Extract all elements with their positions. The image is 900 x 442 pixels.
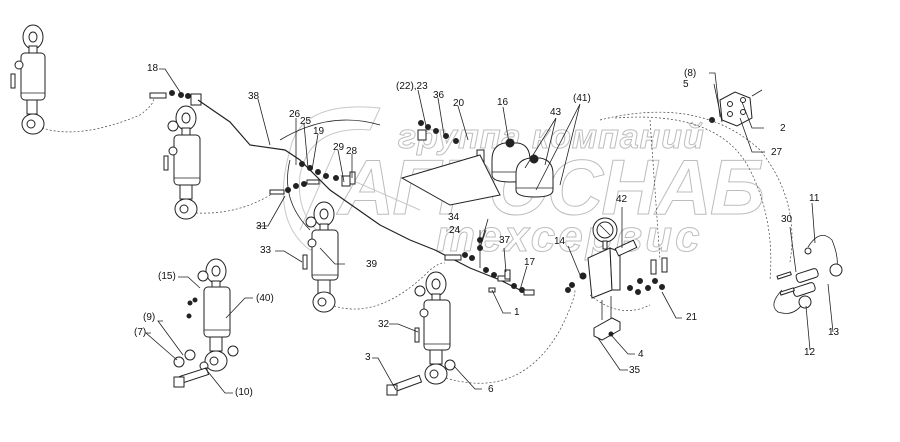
hose-line-2 [195, 191, 276, 214]
valve-block [565, 217, 668, 311]
callout-21: 21 [686, 312, 698, 323]
callout-32: 32 [378, 319, 390, 330]
callout-8: (8) [684, 68, 697, 79]
hose-line-right-1 [599, 111, 793, 263]
hydraulic-cylinder-1 [10, 24, 46, 135]
hose-line-4 [445, 289, 576, 384]
callout-4: 4 [638, 349, 644, 360]
hose-line-1 [41, 95, 154, 133]
callout-5: 5 [683, 79, 689, 90]
callout-33: 33 [260, 245, 272, 256]
quick-coupler-set [773, 234, 843, 314]
hose-line-right-3 [649, 119, 661, 261]
callout-13: 13 [828, 327, 840, 338]
mounting-bracket-35 [593, 296, 621, 341]
callout-20: 20 [453, 98, 465, 109]
callout-1: 1 [514, 307, 520, 318]
callout-35: 35 [629, 365, 641, 376]
callout-25: 25 [300, 116, 312, 127]
leader-lines [144, 68, 834, 394]
callout-26: 26 [289, 109, 301, 120]
pipe-assembly-38 [149, 90, 521, 291]
callout-31: 31 [256, 221, 268, 232]
callout-37: 37 [499, 235, 511, 246]
callout-24: 24 [449, 225, 461, 236]
callout-16: 16 [497, 97, 509, 108]
hose-clamp-27 [709, 89, 763, 127]
callout-39: 39 [366, 259, 378, 270]
callout-22-23: (22),23 [396, 81, 428, 92]
callout-38: 38 [248, 91, 260, 102]
callout-9: (9) [143, 312, 156, 323]
callout-15: (15) [158, 271, 176, 282]
fitting-line-lower [444, 230, 535, 296]
hose-line-3 [333, 262, 446, 310]
callout-14: 14 [554, 236, 566, 247]
hydraulic-cylinder-5 [173, 258, 239, 388]
callout-43: 43 [550, 107, 562, 118]
callout-2: 2 [780, 123, 786, 134]
hydraulic-cylinder-4 [386, 271, 456, 396]
callout-17: 17 [524, 257, 536, 268]
hydraulic-cylinder-2 [163, 105, 201, 220]
callout-12: 12 [804, 347, 816, 358]
callout-11: 11 [809, 193, 820, 204]
callout-29: 29 [333, 142, 345, 153]
callout-40: (40) [256, 293, 274, 304]
watermark-line3: техсервис [436, 212, 703, 262]
callout-19: 19 [313, 126, 325, 137]
callout-27: 27 [771, 147, 783, 158]
callout-41: (41) [573, 93, 591, 104]
callout-36: 36 [433, 90, 445, 101]
hydraulic-cylinder-3 [302, 201, 339, 313]
callout-30: 30 [781, 214, 793, 225]
callout-28: 28 [346, 146, 358, 157]
callout-42: 42 [616, 194, 628, 205]
hose-line-right-2 [614, 116, 772, 281]
accumulator-43 [515, 154, 554, 198]
callout-10: (10) [235, 387, 253, 398]
callout-7: (7) [134, 327, 147, 338]
callout-18: 18 [147, 63, 159, 74]
fitting-line-top [400, 120, 501, 206]
callout-6: 6 [488, 384, 494, 395]
callout-34: 34 [448, 212, 460, 223]
fitting-cluster-center [269, 119, 381, 231]
callout-3: 3 [365, 352, 371, 363]
